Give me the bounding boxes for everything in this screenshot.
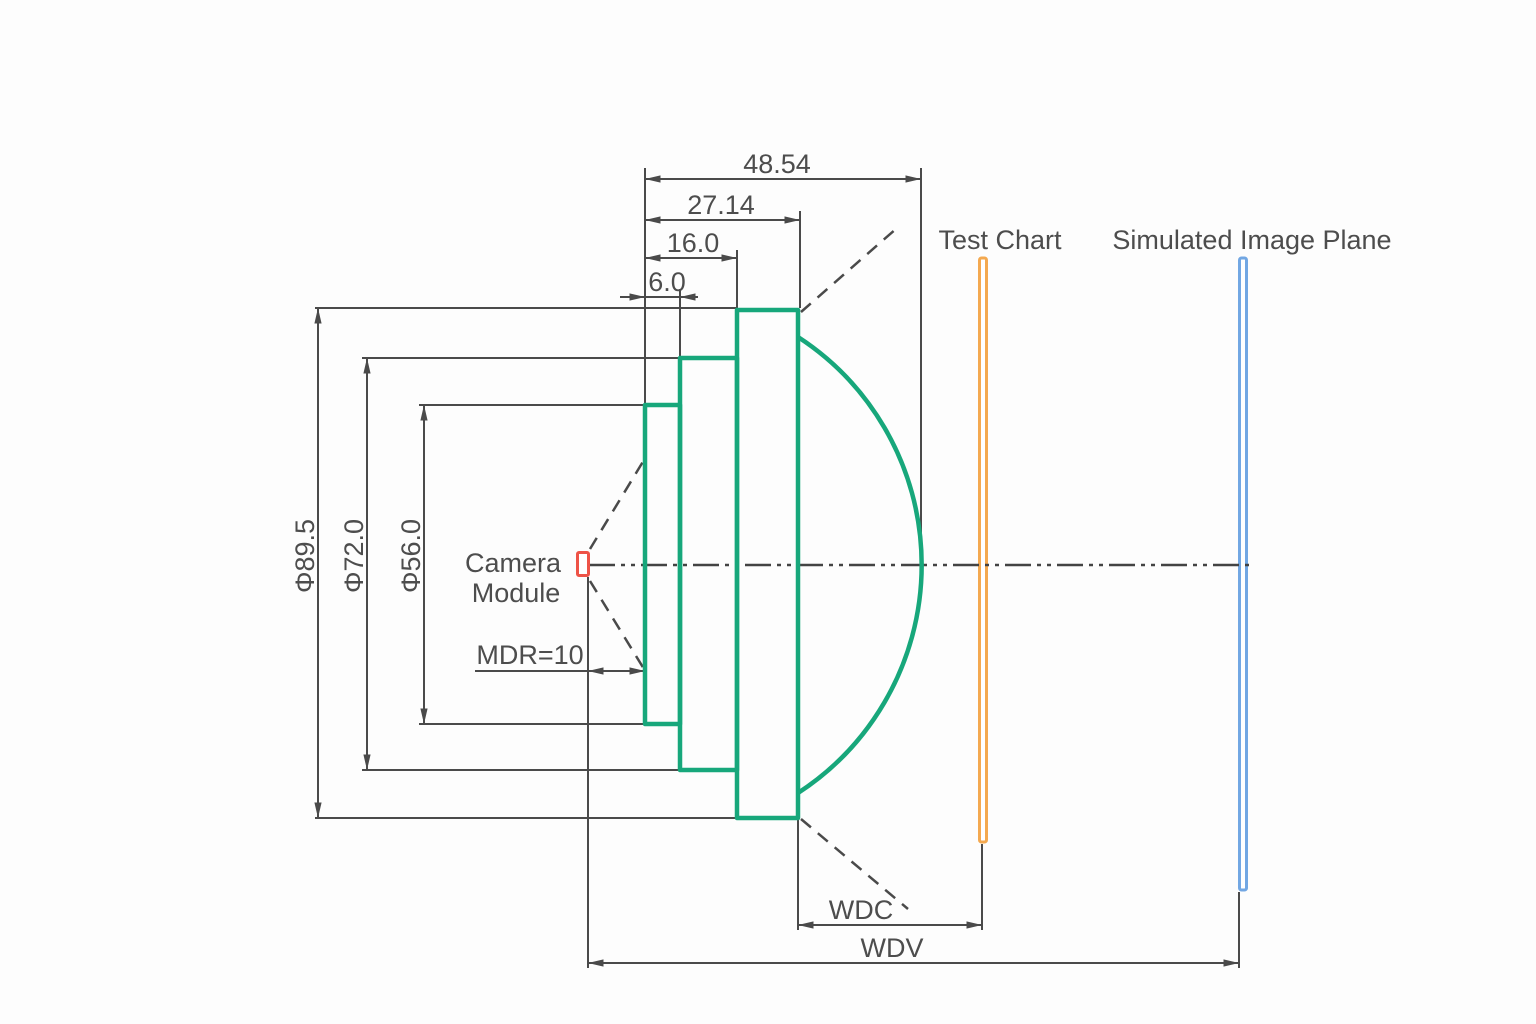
test-chart-plane — [978, 256, 988, 844]
dimension-label-first-length: 6.0 — [648, 267, 686, 297]
camera-module-label-line1: Camera — [465, 548, 562, 578]
dimension-label-mid-length: 27.14 — [687, 190, 755, 220]
simulated-image-plane — [1238, 256, 1248, 892]
ray-module-to-lens-top — [588, 459, 646, 550]
camera-module-marker — [576, 551, 590, 577]
ray-lens-exit-top — [800, 227, 898, 313]
dimension-label-total-length: 48.54 — [743, 149, 811, 179]
lens-front-surface-arc — [796, 335, 924, 795]
camera-module-label-line2: Module — [472, 578, 561, 608]
dimension-label-wdv: WDV — [861, 933, 924, 963]
extension-lines — [315, 168, 1240, 968]
dimension-label-inner-diameter: Φ56.0 — [396, 519, 426, 593]
simulated-image-plane-label: Simulated Image Plane — [1112, 225, 1391, 255]
ray-lines — [588, 227, 909, 910]
ray-lens-exit-bottom — [800, 818, 909, 910]
lens-step-outer — [734, 307, 801, 821]
dimension-label-mid-diameter: Φ72.0 — [339, 519, 369, 593]
ray-module-to-lens-bottom — [588, 580, 646, 670]
dimension-label-front-length: 16.0 — [667, 228, 720, 258]
labels: 48.54 27.14 16.0 6.0 Φ89.5 Φ72.0 Φ56.0 C… — [290, 149, 1392, 963]
dimension-label-mdr: MDR=10 — [476, 640, 583, 670]
lens-body — [642, 307, 924, 821]
dimension-label-outer-diameter: Φ89.5 — [290, 519, 320, 593]
dimension-label-wdc: WDC — [829, 895, 893, 925]
dimension-lines — [314, 175, 1239, 967]
test-chart-label: Test Chart — [938, 225, 1062, 255]
